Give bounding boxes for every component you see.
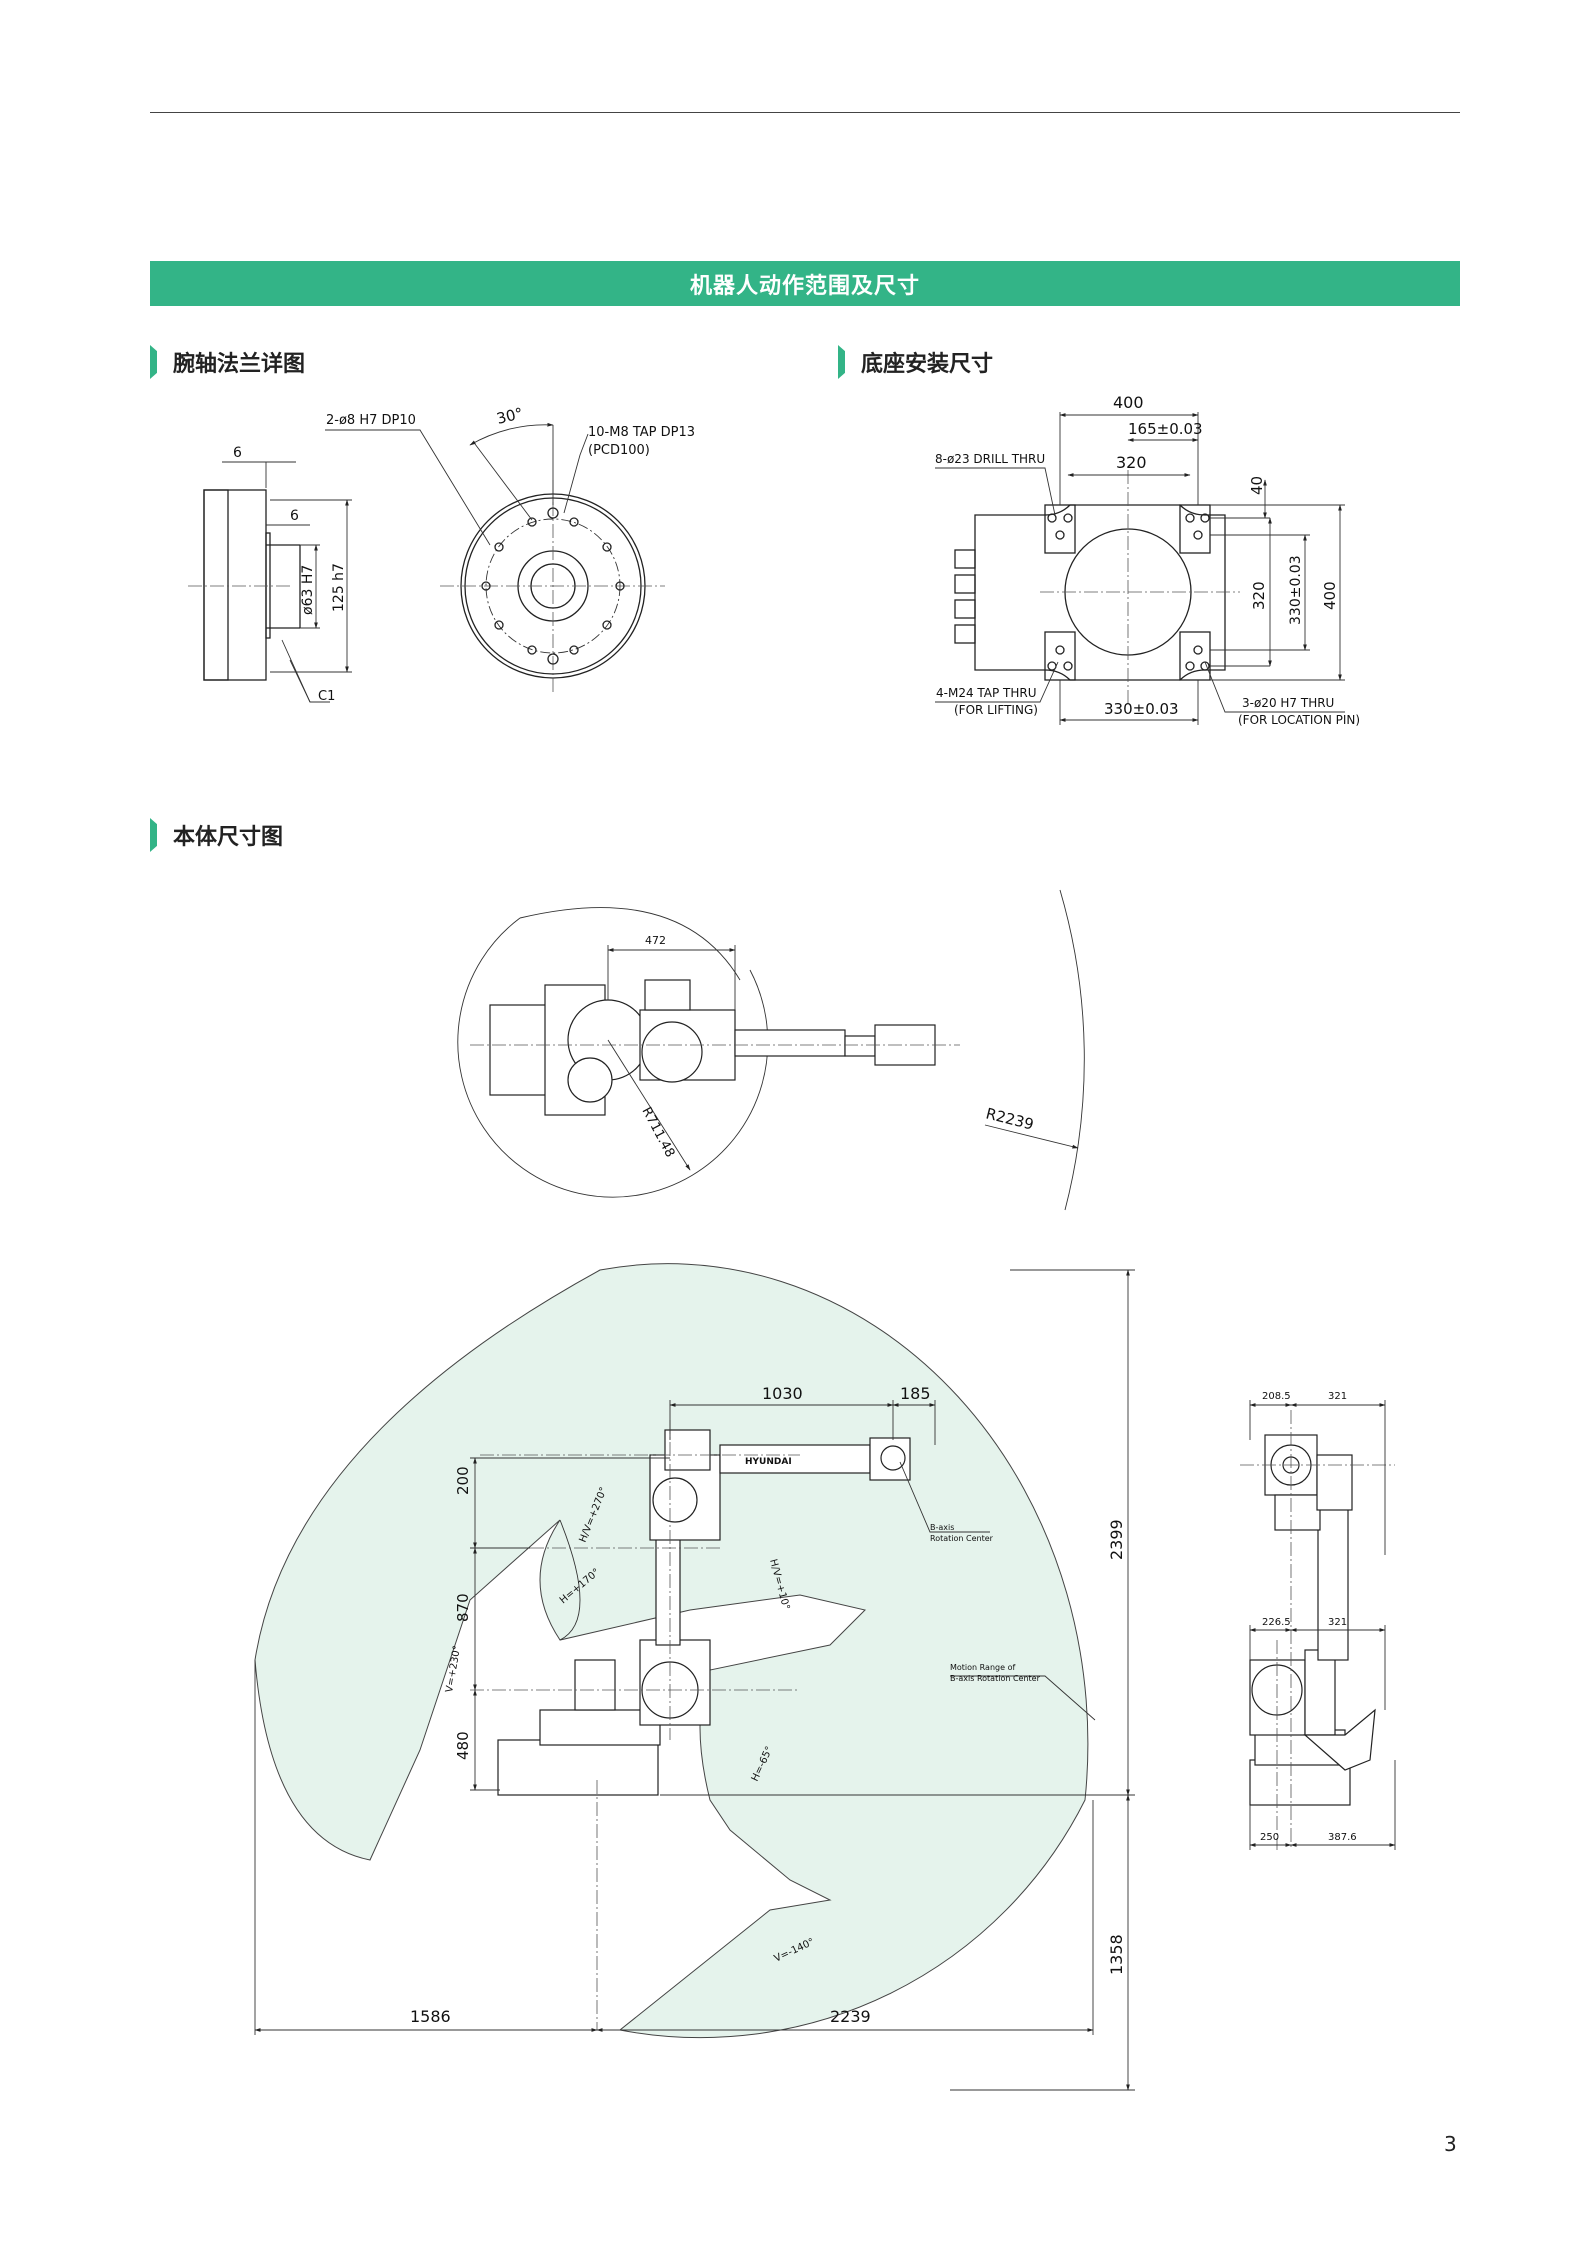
front-view-drawing: 208.5 321 226.5 321 250 387.6 bbox=[1240, 1391, 1396, 1850]
label-baxis-2: Rotation Center bbox=[930, 1534, 994, 1543]
label-chamfer: C1 bbox=[318, 689, 335, 704]
label-base-w165: 165±0.03 bbox=[1128, 420, 1203, 438]
label-side-1358: 1358 bbox=[1107, 1934, 1126, 1975]
top-view-drawing: 472 R711.48 R2239 bbox=[457, 889, 1085, 1211]
label-base-h330: 330±0.03 bbox=[1288, 555, 1304, 625]
label-pin-holes: 2-ø8 H7 DP10 bbox=[326, 413, 416, 428]
label-brand: HYUNDAI bbox=[745, 1457, 792, 1467]
label-side-2239: 2239 bbox=[830, 2007, 871, 2026]
label-side-200: 200 bbox=[454, 1466, 472, 1495]
heading-marker bbox=[150, 345, 157, 379]
label-outer: 125 h7 bbox=[331, 563, 347, 612]
label-tap-holes: 10-M8 TAP DP13 bbox=[588, 425, 695, 440]
label-base-lifting: (FOR LIFTING) bbox=[954, 703, 1038, 717]
label-front-250: 250 bbox=[1260, 1832, 1279, 1843]
label-side-480: 480 bbox=[454, 1731, 472, 1760]
page-number: 3 bbox=[1444, 2132, 1457, 2156]
label-side-870: 870 bbox=[454, 1593, 472, 1622]
heading-text: 本体尺寸图 bbox=[173, 825, 284, 850]
label-base-tap: 4-M24 TAP THRU bbox=[936, 686, 1037, 700]
label-base-h320: 320 bbox=[1250, 581, 1268, 610]
label-base-pin: 3-ø20 H7 THRU bbox=[1242, 696, 1334, 710]
flange-holes bbox=[481, 507, 625, 665]
label-base-location: (FOR LOCATION PIN) bbox=[1238, 713, 1360, 727]
top-rule bbox=[150, 112, 1460, 113]
label-front-387: 387.6 bbox=[1328, 1832, 1357, 1843]
label-top-472: 472 bbox=[645, 934, 666, 947]
label-base-w330: 330±0.03 bbox=[1104, 700, 1179, 718]
label-front-208: 208.5 bbox=[1262, 1391, 1291, 1402]
heading-base-mount: 底座安装尺寸 bbox=[838, 345, 993, 379]
heading-text: 腕轴法兰详图 bbox=[173, 352, 306, 377]
base-mount-drawing: 400 165±0.03 320 8-ø23 DRILL THRU 40 320… bbox=[935, 393, 1360, 727]
label-base-w320: 320 bbox=[1116, 453, 1147, 472]
label-angle: 30° bbox=[495, 404, 525, 428]
banner-title: 机器人动作范围及尺寸 bbox=[689, 273, 920, 299]
label-motion-range-2: B-axis Rotation Center bbox=[950, 1674, 1041, 1683]
label-bore: ø63 H7 bbox=[300, 565, 316, 615]
wrist-flange-drawing: 6 6 ø63 H7 125 h7 C1 bbox=[188, 404, 695, 704]
label-base-drill: 8-ø23 DRILL THRU bbox=[935, 452, 1045, 466]
heading-body-dims: 本体尺寸图 bbox=[150, 818, 283, 852]
heading-wrist-flange: 腕轴法兰详图 bbox=[150, 345, 305, 379]
label-motion-range-1: Motion Range of bbox=[950, 1663, 1015, 1672]
label-dim-6-top: 6 bbox=[233, 445, 242, 461]
label-base-h40: 40 bbox=[1248, 476, 1266, 495]
label-side-1030: 1030 bbox=[762, 1384, 803, 1403]
label-front-321b: 321 bbox=[1328, 1617, 1347, 1628]
label-side-1586: 1586 bbox=[410, 2007, 451, 2026]
label-pcd: (PCD100) bbox=[588, 443, 650, 458]
label-side-185: 185 bbox=[900, 1384, 931, 1403]
label-top-r711: R711.48 bbox=[638, 1105, 677, 1160]
label-front-226: 226.5 bbox=[1262, 1617, 1291, 1628]
side-view-drawing: HYUNDAI 1030 185 200 870 480 2399 1358 bbox=[254, 1263, 1135, 2091]
section-banner: 机器人动作范围及尺寸 bbox=[150, 261, 1460, 306]
label-top-r2239: R2239 bbox=[984, 1104, 1036, 1133]
label-side-2399: 2399 bbox=[1107, 1519, 1126, 1560]
label-base-h400: 400 bbox=[1321, 581, 1339, 610]
heading-marker bbox=[838, 345, 845, 379]
label-front-321a: 321 bbox=[1328, 1391, 1347, 1402]
label-dim-6-mid: 6 bbox=[290, 508, 299, 524]
label-baxis-1: B-axis bbox=[930, 1523, 954, 1532]
heading-text: 底座安装尺寸 bbox=[861, 352, 994, 377]
label-base-w400: 400 bbox=[1113, 393, 1144, 412]
heading-marker bbox=[150, 818, 157, 852]
